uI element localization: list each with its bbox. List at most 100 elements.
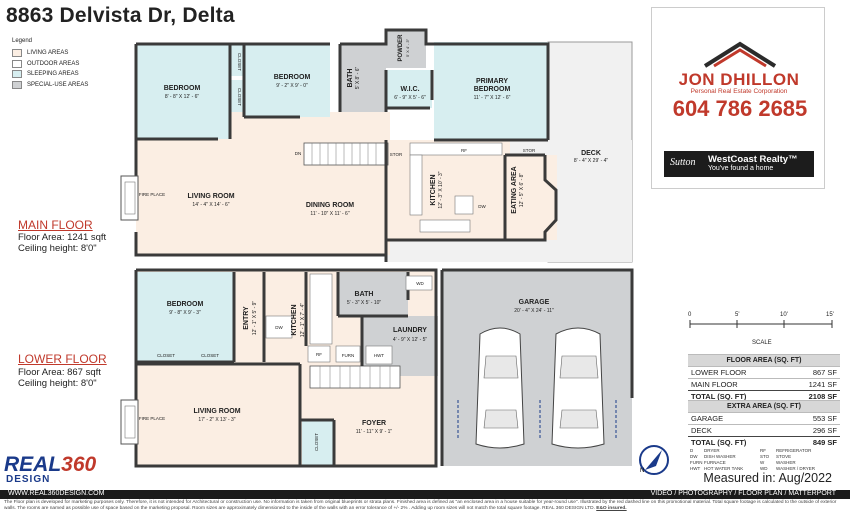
lower-bath-fill xyxy=(338,272,408,316)
total-label: TOTAL (SQ. FT) xyxy=(688,436,790,448)
agent-phone[interactable]: 604 786 2685 xyxy=(672,96,808,121)
lower-floor-ceiling: Ceiling height: 8'0" xyxy=(18,378,97,389)
lower-kitchen-dim: 12' - 1" X 7' - 4" xyxy=(300,303,306,338)
agent-name: JON DHILLON xyxy=(678,70,800,89)
foyer-label: FOYER xyxy=(362,420,386,427)
abbr-def: WASHER xyxy=(776,460,796,465)
laundry-dim: 4' - 9" X 12' - 5" xyxy=(393,337,428,343)
foyer-closet-fill xyxy=(302,420,334,466)
main-bath-fill xyxy=(340,44,386,112)
primary-label: PRIMARY xyxy=(476,78,508,85)
dw-label: DW xyxy=(478,204,486,209)
scale-tick: 15' xyxy=(826,312,834,318)
abbr-def: REFRIGERATOR xyxy=(776,448,812,453)
table-row-total: TOTAL (SQ. FT)849 SF xyxy=(688,436,840,448)
main-living-label: LIVING ROOM xyxy=(187,193,234,200)
row-value: 1241 SF xyxy=(785,378,840,391)
lower-bedroom-fill xyxy=(136,272,234,346)
abbr-def: STOVE xyxy=(776,454,792,459)
foyer-dim: 11' - 11" X 9' - 1" xyxy=(356,429,393,435)
agent-subtitle: Personal Real Estate Corporation xyxy=(690,88,788,95)
main-living-dim: 14' - 4" X 14' - 6" xyxy=(192,202,229,208)
compass-label: N xyxy=(640,468,644,474)
main-bedroom1-dim: 8' - 8" X 12' - 6" xyxy=(165,94,200,100)
abbr: WD xyxy=(760,466,768,471)
legend-label: SLEEPING AREAS xyxy=(27,71,79,78)
extra-area-header: EXTRA AREA (SQ. FT) xyxy=(688,400,840,413)
fireplace-label: FIRE PLACE xyxy=(139,192,165,197)
lower-stairs xyxy=(309,365,401,389)
garage-dim: 20' - 4" X 24' - 11" xyxy=(514,308,554,314)
row-value: 867 SF xyxy=(785,366,840,379)
lower-closets-fill xyxy=(136,346,234,362)
sleeping-swatch xyxy=(12,70,22,79)
scale-label: SCALE xyxy=(752,340,772,346)
main-walls xyxy=(134,28,558,262)
disclaimer: The Floor plan is developed for marketin… xyxy=(4,500,846,512)
dining-label: DINING ROOM xyxy=(306,202,354,209)
powder-dim: 5' X 4' - 3" xyxy=(405,38,410,57)
primary-dim: 11' - 7" X 12' - 6" xyxy=(474,95,511,101)
row-label: LOWER FLOOR xyxy=(688,366,786,379)
lower-fireplace-label: FIRE PLACE xyxy=(139,416,165,421)
legend-label: LIVING AREAS xyxy=(27,50,69,57)
lower-floor-heading: LOWER FLOOR xyxy=(18,352,107,366)
closet-fill xyxy=(230,80,244,112)
floor-area-header: FLOOR AREA (SQ. FT) xyxy=(688,354,840,367)
lower-floor-area: Floor Area: 867 sqft xyxy=(18,367,101,378)
furn-label: FURN xyxy=(342,353,355,358)
eating-dim: 12' - 5" X 6' - 8" xyxy=(519,173,525,208)
stor-label-2: STOR xyxy=(523,148,536,153)
main-floor-info: Floor Area: 1241 sqft Ceiling height: 8'… xyxy=(18,232,106,254)
brokerage-banner: Sutton WestCoast Realty™ You've found a … xyxy=(664,151,814,177)
abbr-def: FURNACE xyxy=(704,460,726,465)
brokerage-logo: Sutton xyxy=(670,157,696,168)
website-link[interactable]: WWW.REAL360DESIGN.COM xyxy=(8,490,105,497)
living-swatch xyxy=(12,49,22,58)
main-bedroom1-label: BEDROOM xyxy=(164,85,201,92)
services-text: VIDEO / PHOTOGRAPHY / FLOOR PLAN / MATTE… xyxy=(650,490,836,497)
lower-kitchen-label: KITCHEN xyxy=(291,304,298,335)
legend-label: OUTDOOR AREAS xyxy=(27,60,80,67)
dining-dim: 11' - 10" X 11' - 6" xyxy=(310,211,349,217)
closet-label: CLOSET xyxy=(201,353,219,358)
rf-label: RF xyxy=(461,148,467,153)
compass-icon: N xyxy=(639,445,669,475)
closet-fill xyxy=(230,44,244,76)
logo-part: 360 xyxy=(61,453,97,476)
abbr: D xyxy=(690,448,694,453)
lower-bedroom-dim: 9' - 8" X 9' - 3" xyxy=(169,310,201,316)
row-label: DECK xyxy=(688,424,790,437)
abbr-def: WASHER / DRYER xyxy=(776,466,816,471)
legend: LIVING AREAS OUTDOOR AREAS SLEEPING AREA… xyxy=(12,48,88,90)
stairs xyxy=(303,142,389,166)
main-stairs xyxy=(303,142,389,166)
main-bath-dim: 5' X 8' - 6" xyxy=(355,66,361,89)
deck-label: DECK xyxy=(581,150,601,157)
row-label: MAIN FLOOR xyxy=(688,378,786,391)
main-kitchen-dim: 12' - 3" X 10' - 3" xyxy=(438,171,444,208)
lower-floor-info: Floor Area: 867 sqft Ceiling height: 8'0… xyxy=(18,367,101,389)
brokerage-name: WestCoast Realty™ xyxy=(708,154,798,165)
lower-bath-dim: 5' - 3" X 5' - 10" xyxy=(347,300,382,306)
main-floor-area: Floor Area: 1241 sqft xyxy=(18,232,107,243)
primary-label-2: BEDROOM xyxy=(474,86,511,93)
powder-fill xyxy=(386,30,426,68)
abbr: RF xyxy=(760,448,766,453)
main-bedroom2-label: BEDROOM xyxy=(274,74,311,81)
laundry-label: LAUNDRY xyxy=(393,327,427,334)
lower-living-label: LIVING ROOM xyxy=(193,408,240,415)
lower-living-dim: 17' - 2" X 13' - 3" xyxy=(198,417,235,423)
measured-date: Measured in: Aug/2022 xyxy=(703,471,832,485)
lower-rf-label: RF xyxy=(316,352,322,357)
stor-label: STOR xyxy=(390,152,403,157)
entry-label: ENTRY xyxy=(243,306,250,330)
outdoor-swatch xyxy=(12,59,22,68)
abbr: DW xyxy=(690,454,698,459)
abbr-def: DISH WASHER xyxy=(704,454,736,459)
legend-item: LIVING AREAS xyxy=(12,48,88,59)
